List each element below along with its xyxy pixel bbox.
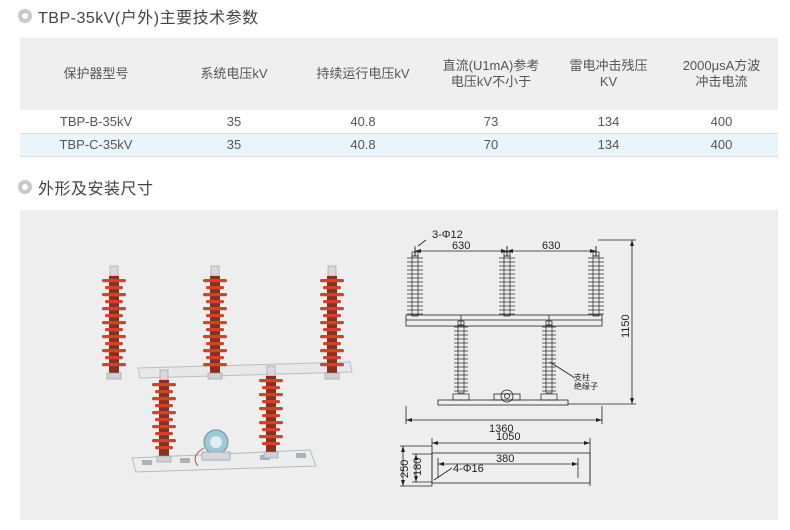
section-heading-dimensions: 外形及安装尺寸 [18,175,154,199]
cell-model: TBP-B-35kV [20,110,172,134]
spec-table: 保护器型号 系统电压kV 持续运行电压kV 直流(U1mA)参考电压kV不小于 … [20,38,778,157]
dim-base: 1360 [489,423,513,435]
support-label-1: 支柱 [574,372,590,382]
section-title: 外形及安装尺寸 [38,181,154,198]
product-photo [102,265,353,473]
table-header-row: 保护器型号 系统电压kV 持续运行电压kV 直流(U1mA)参考电压kV不小于 … [20,38,778,110]
cell-lightning-residual: 134 [552,110,665,134]
cell-continuous-voltage: 40.8 [296,133,430,157]
cell-lightning-residual: 134 [552,133,665,157]
bullet-icon [18,180,32,194]
dim-height: 1150 [620,314,632,338]
cell-system-voltage: 35 [172,110,296,134]
cell-system-voltage: 35 [172,133,296,157]
section-title: TBP-35kV(户外)主要技术参数 [38,10,259,27]
dim-plate-inner: 380 [496,453,514,465]
section-heading-specs: TBP-35kV(户外)主要技术参数 [18,4,259,28]
dim-plate-width: 1050 [496,431,520,443]
holes-top-label: 3-Φ12 [432,229,463,241]
cell-continuous-voltage: 40.8 [296,110,430,134]
table-row: TBP-C-35kV 35 40.8 70 134 400 [20,133,778,157]
cell-square-wave: 400 [665,110,778,134]
dim-top-left: 630 [452,240,470,252]
dim-plate-h1: 250 [399,460,411,478]
dim-plate-h2: 180 [412,458,424,476]
figure-panel: 3-Φ12 630 630 1150 1360 支柱 绝缘子 1050 380 … [20,210,778,520]
holes-plate-label: 4-Φ16 [453,463,484,475]
col-header-continuous-voltage: 持续运行电压kV [296,38,430,110]
cell-dc-reference: 73 [430,110,552,134]
cell-dc-reference: 70 [430,133,552,157]
table-row: TBP-B-35kV 35 40.8 73 134 400 [20,110,778,134]
support-label-2: 绝缘子 [574,381,598,391]
col-header-square-wave-current: 2000μsA方波冲击电流 [665,38,778,110]
figure-svg: 3-Φ12 630 630 1150 1360 支柱 绝缘子 1050 380 … [102,229,636,487]
bullet-icon [18,9,32,23]
cell-square-wave: 400 [665,133,778,157]
cell-model: TBP-C-35kV [20,133,172,157]
col-header-model: 保护器型号 [20,38,172,110]
dim-top-right: 630 [542,240,560,252]
dimension-drawing [400,239,636,487]
col-header-dc-reference-voltage: 直流(U1mA)参考电压kV不小于 [430,38,552,110]
col-header-system-voltage: 系统电压kV [172,38,296,110]
